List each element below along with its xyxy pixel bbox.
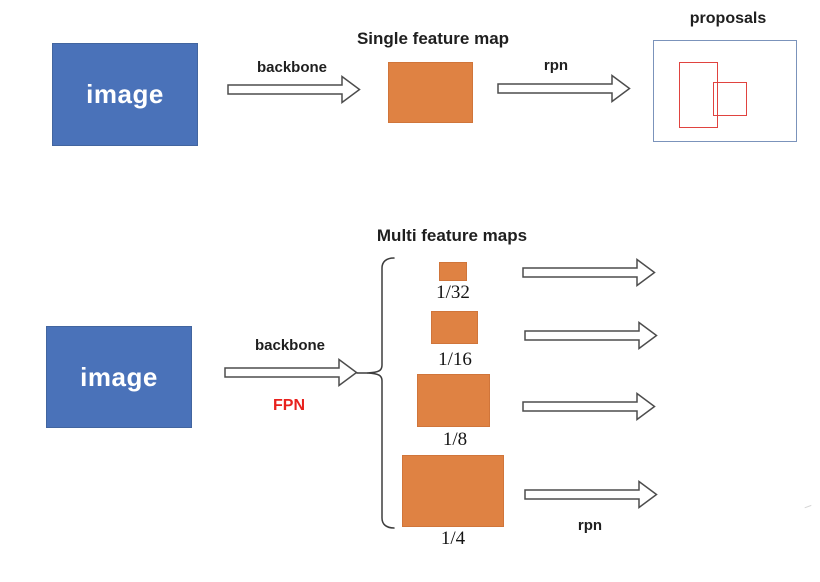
feature-map-1-32-box: [439, 262, 467, 281]
multi-rpn-label: rpn: [577, 517, 603, 534]
single-image-box: image: [52, 43, 198, 146]
scale-label-1-16: 1/16: [438, 349, 472, 370]
single-rpn-arrow-icon: [497, 74, 631, 103]
multi-feature-maps-title: Multi feature maps: [376, 226, 528, 245]
multi-arrow-1-icon: [522, 258, 656, 287]
single-backbone-label: backbone: [256, 59, 328, 76]
scale-label-1-8: 1/8: [442, 429, 468, 450]
proposal-rect-square: [713, 82, 747, 116]
single-rpn-label: rpn: [543, 57, 569, 74]
single-image-label: image: [86, 79, 164, 109]
scale-label-1-4: 1/4: [440, 528, 466, 549]
multi-backbone-label: backbone: [254, 337, 326, 354]
feature-map-1-16-box: [431, 311, 478, 344]
multi-image-label: image: [80, 361, 158, 392]
single-feature-map-box: [388, 62, 473, 123]
proposals-title: proposals: [689, 10, 767, 27]
multi-arrow-4-icon: [524, 480, 658, 509]
multi-backbone-arrow-icon: [224, 358, 358, 387]
proposals-box: [653, 40, 797, 142]
multi-image-box: image: [46, 326, 192, 428]
brace-icon: [356, 257, 395, 529]
scale-label-1-32: 1/32: [436, 282, 470, 303]
multi-arrow-2-icon: [524, 321, 658, 350]
single-backbone-arrow-icon: [227, 75, 361, 104]
single-feature-map-title: Single feature map: [356, 29, 510, 48]
multi-arrow-3-icon: [522, 392, 656, 421]
feature-map-1-8-box: [417, 374, 490, 427]
fpn-label: FPN: [273, 397, 305, 414]
proposal-rect-tall: [679, 62, 718, 128]
stray-mark: [804, 504, 813, 512]
feature-map-1-4-box: [402, 455, 504, 527]
